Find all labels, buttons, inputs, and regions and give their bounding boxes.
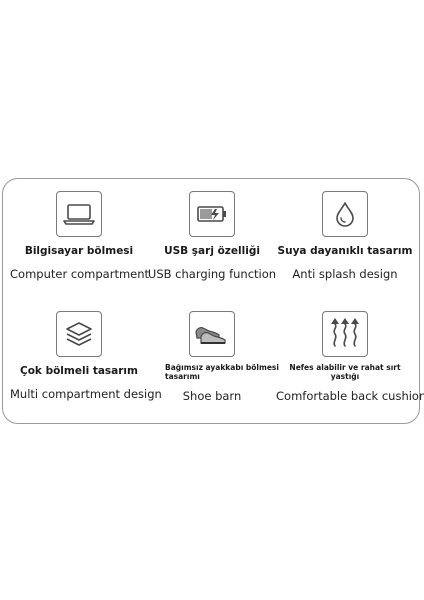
feature-anti-splash: Suya dayanıklı tasarım Anti splash desig…	[276, 191, 414, 281]
feature-title: Suya dayanıklı tasarım	[277, 245, 413, 257]
feature-title: Bilgisayar bölmesi	[24, 245, 134, 257]
feature-title: USB şarj özelliği	[164, 245, 260, 257]
feature-title: Nefes alabilir ve rahat sırt yastığı	[289, 363, 401, 381]
feature-title: Bağımsız ayakkabı bölmesi tasarımı	[165, 363, 279, 381]
breathable-cushion-icon	[322, 311, 368, 357]
laptop-icon	[56, 191, 102, 237]
feature-multi-compartment: Çok bölmeli tasarım Multi compartment de…	[10, 311, 162, 401]
feature-back-cushion: Nefes alabilir ve rahat sırt yastığı Com…	[276, 311, 424, 403]
water-drop-icon	[322, 191, 368, 237]
feature-shoe-compartment: Bağımsız ayakkabı bölmesi tasarımı Shoe …	[143, 311, 281, 403]
feature-title: Çok bölmeli tasarım	[20, 365, 138, 377]
feature-computer-compartment: Bilgisayar bölmesi Computer compartment	[10, 191, 150, 281]
layers-icon	[56, 311, 102, 357]
shoes-icon	[189, 311, 235, 357]
feature-subtitle: USB charging function	[147, 267, 277, 281]
feature-subtitle: Computer compartment	[10, 267, 150, 281]
feature-subtitle: Anti splash design	[292, 267, 398, 281]
battery-charging-icon	[189, 191, 235, 237]
feature-subtitle: Comfortable back cushion	[276, 389, 424, 403]
feature-usb-charging: USB şarj özelliği USB charging function	[143, 191, 281, 281]
features-card: Bilgisayar bölmesi Computer compartment …	[2, 178, 424, 424]
feature-subtitle: Multi compartment design	[10, 387, 162, 401]
feature-subtitle: Shoe barn	[182, 389, 242, 403]
